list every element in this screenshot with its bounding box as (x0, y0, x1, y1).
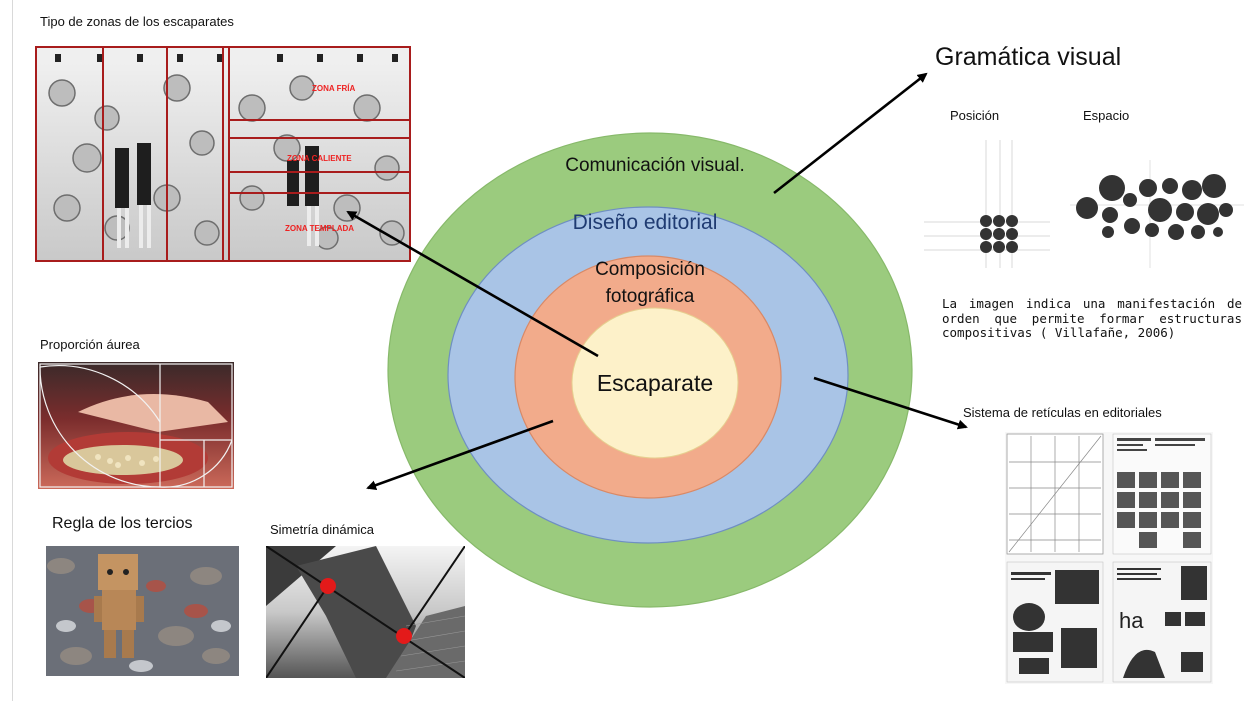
arrow-to-escaparates (346, 210, 599, 358)
shop-window-illustration (37, 48, 409, 260)
label-comunicacion-visual: Comunicación visual. (565, 155, 745, 176)
golden-ratio-illustration (39, 363, 233, 488)
left-rule (12, 0, 13, 701)
zone-fria-tag: ZONA FRÍA (312, 84, 356, 93)
reticulas-heading: Sistema de retículas en editoriales (963, 405, 1162, 420)
shop-window-photo: ZONA FRÍA ZONA CALIENTE ZONA TEMPLADA (35, 46, 411, 262)
editorial-grids-illustration: ha (1006, 433, 1212, 683)
arrow-to-gramatica-visual (773, 72, 928, 195)
simetria-heading: Simetría dinámica (270, 522, 375, 537)
golden-ratio-photo (38, 362, 234, 489)
rule-of-thirds-photo (46, 546, 239, 676)
arrow-to-photo-techniques (366, 419, 554, 490)
label-escaparate: Escaparate (596, 370, 714, 396)
rule-of-thirds-illustration (47, 554, 231, 672)
zone-templada-tag: ZONA TEMPLADA (285, 224, 355, 233)
villafane-paragraph: La imagen indica una manifestación de or… (942, 296, 1242, 341)
paragraph-line-2: orden que permite formar estructuras (942, 310, 1242, 326)
editorial-grids-figure: ha (1005, 432, 1213, 684)
svg-text:ha: ha (1119, 608, 1144, 633)
dynamic-symmetry-illustration (266, 546, 465, 678)
arrow-to-reticulas (813, 376, 968, 430)
posicion-label: Posición (950, 108, 1000, 123)
zone-caliente-tag: ZONA CALIENTE (287, 154, 352, 163)
tercios-heading: Regla de los tercios (52, 515, 193, 532)
espacio-label: Espacio (1083, 108, 1130, 123)
proporcion-heading: Proporción áurea (40, 337, 140, 352)
dynamic-symmetry-photo (266, 546, 465, 678)
paragraph-line-1: La imagen indica una manifestación de (942, 296, 1242, 311)
label-composicion: Composición (595, 259, 705, 280)
paragraph-line-3: compositivas ( Villafañe, 2006) (942, 325, 1176, 340)
label-fotografica: fotográfica (605, 286, 695, 307)
gramatica-title: Gramática visual (935, 43, 1122, 71)
label-diseno-editorial: Diseño editorial (572, 211, 718, 234)
circle-escaparate (571, 307, 739, 459)
escaparates-heading: Tipo de zonas de los escaparates (40, 14, 234, 29)
